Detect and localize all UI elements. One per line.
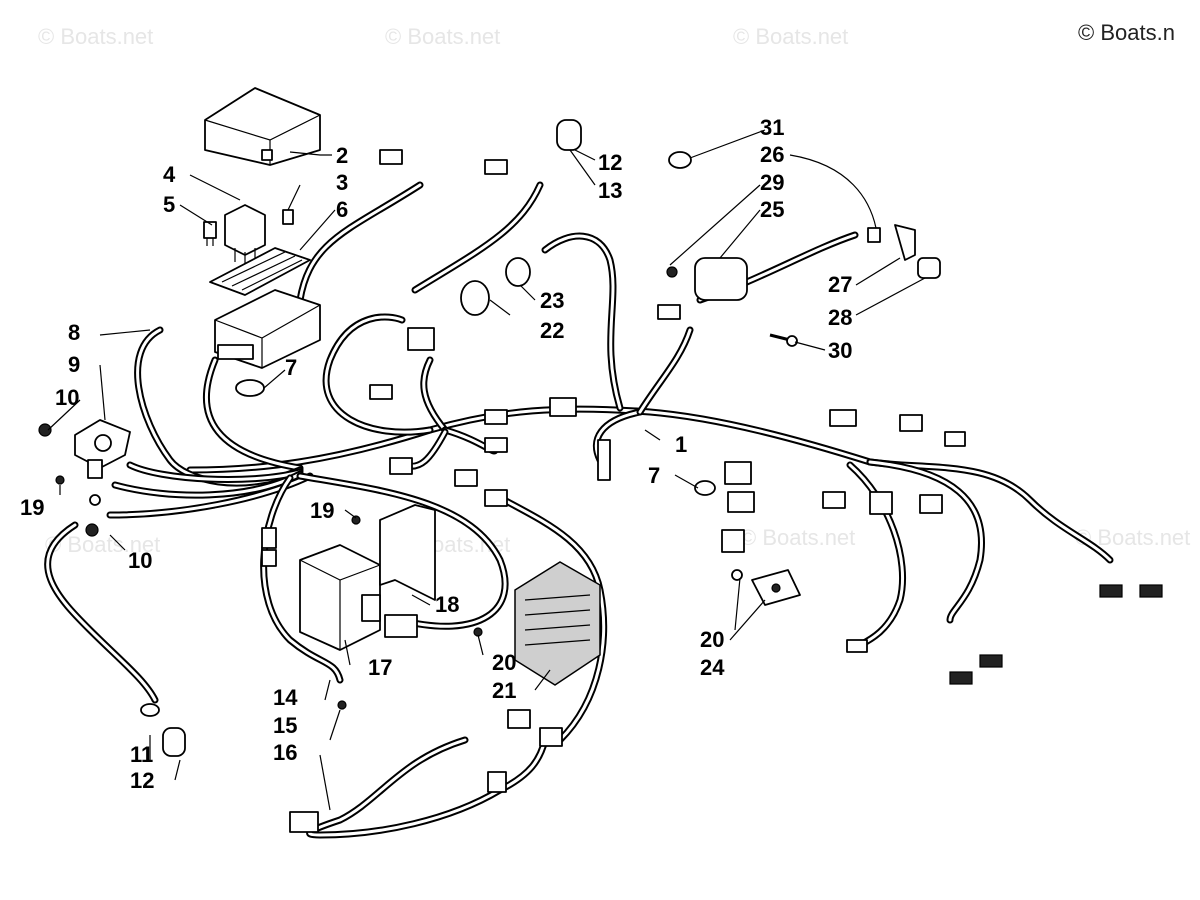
fuse-parts [203, 209, 294, 246]
callout-15: 15 [273, 713, 297, 738]
callout-24: 24 [700, 655, 725, 680]
callout-7-top: 7 [285, 355, 297, 380]
fuse-label-part [209, 247, 311, 296]
callout-19-center: 19 [310, 498, 334, 523]
harness-wires [44, 181, 1114, 839]
callout-9: 9 [68, 352, 80, 377]
ignition-coil-part [666, 257, 748, 301]
callout-6: 6 [336, 197, 348, 222]
callout-21: 21 [492, 678, 516, 703]
terminal-cap-part [140, 119, 582, 757]
callout-3: 3 [336, 170, 348, 195]
leader-lines [47, 129, 926, 811]
voltage-regulator-part [514, 561, 601, 686]
callout-18: 18 [435, 592, 459, 617]
indicator-light-parts [460, 257, 531, 316]
sensor-plate-part [751, 569, 801, 606]
bracket-part [379, 504, 436, 601]
coil-screw-part [769, 333, 798, 347]
callout-13: 13 [598, 178, 622, 203]
callout-25: 25 [760, 197, 784, 222]
callout-2: 2 [336, 143, 348, 168]
callout-28: 28 [828, 305, 852, 330]
callout-23: 23 [540, 288, 564, 313]
watermark-2: © Boats.net [385, 24, 500, 49]
callout-16: 16 [273, 740, 297, 765]
callout-4: 4 [163, 162, 176, 187]
connector-parts [261, 149, 1163, 833]
fuse-box-part [214, 289, 321, 369]
callout-8: 8 [68, 320, 80, 345]
callout-19-left: 19 [20, 495, 44, 520]
corner-copyright: © Boats.n [1078, 20, 1175, 45]
callout-11: 11 [130, 742, 153, 767]
callout-22: 22 [540, 318, 564, 343]
callout-20-right: 20 [700, 627, 724, 652]
callout-26: 26 [760, 142, 784, 167]
callout-29: 29 [760, 170, 784, 195]
callout-31: 31 [760, 115, 784, 140]
starter-solenoid-part [74, 419, 131, 479]
callout-20-center: 20 [492, 650, 516, 675]
callout-12-top: 12 [598, 150, 622, 175]
relay-cover-part [204, 87, 321, 166]
spark-plug-boot-part [867, 224, 941, 279]
watermark-6: © Boats.net [740, 525, 855, 550]
cdi-box-part [299, 544, 381, 651]
callout-labels: 2 4 5 3 6 7 8 9 10 19 10 11 12 12 13 14 … [20, 115, 852, 793]
callout-17: 17 [368, 655, 392, 680]
callout-27: 27 [828, 272, 852, 297]
callout-5: 5 [163, 192, 175, 217]
callout-10-bottom: 10 [128, 548, 152, 573]
clamp-parts [235, 151, 716, 496]
watermark-1: © Boats.net [38, 24, 153, 49]
callout-30: 30 [828, 338, 852, 363]
watermark-3: © Boats.net [733, 24, 848, 49]
callout-1: 1 [675, 432, 687, 457]
screw-parts [55, 475, 743, 710]
callout-10-top: 10 [55, 385, 79, 410]
nut-parts [38, 423, 101, 537]
callout-14: 14 [273, 685, 298, 710]
callout-12-bottom: 12 [130, 768, 154, 793]
callout-7-center: 7 [648, 463, 660, 488]
relay-part [224, 204, 266, 266]
